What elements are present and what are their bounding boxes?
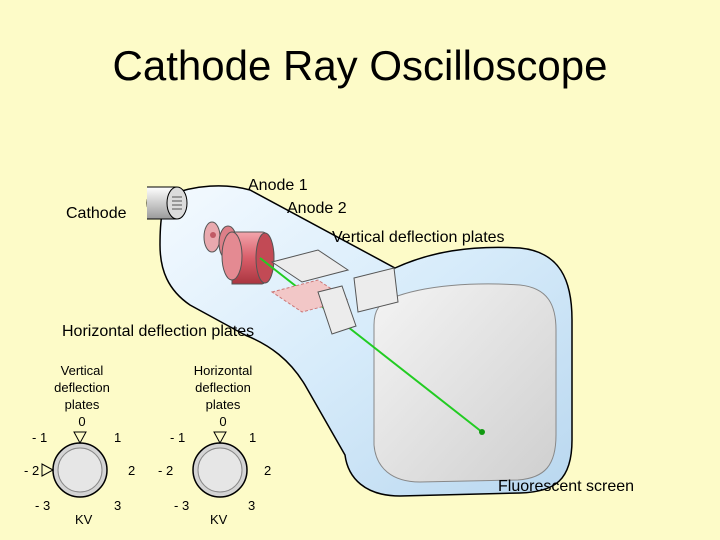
dial-2-neg1: - 1 xyxy=(170,430,186,445)
dial-2-neg3: - 3 xyxy=(174,498,190,513)
beam-spot xyxy=(479,429,485,435)
dial-1-neg1: - 1 xyxy=(32,430,48,445)
dial-2-pos2: 2 xyxy=(264,463,272,478)
cathode-cap xyxy=(146,186,188,220)
fluorescent-screen xyxy=(373,283,557,483)
dial-2-caption: Horizontal deflection plates 0 xyxy=(193,363,253,429)
slide-title: Cathode Ray Oscilloscope xyxy=(112,42,608,89)
dial-2-pos1: 1 xyxy=(249,430,257,445)
dial-2-unit: KV xyxy=(210,512,228,527)
cathode-label: Cathode xyxy=(66,205,127,222)
dial-2-neg2: - 2 xyxy=(158,463,174,478)
anode-2 xyxy=(221,231,275,285)
dial-1-neg2: - 2 xyxy=(24,463,40,478)
dial-1-caption: Vertical deflection plates 0 xyxy=(54,363,110,429)
dial-2-pos3: 3 xyxy=(248,498,256,513)
dial-1-pos2: 2 xyxy=(128,463,136,478)
vertical-plates-label: Vertical deflection plates xyxy=(332,229,505,246)
dial-1-neg3: - 3 xyxy=(35,498,51,513)
screen-label: Fluorescent screen xyxy=(498,478,635,495)
dial-1-pos1: 1 xyxy=(114,430,122,445)
dial-1-pos3: 3 xyxy=(114,498,122,513)
horizontal-plates-label: Horizontal deflection plates xyxy=(62,323,255,340)
horizontal-deflection-plates xyxy=(317,267,399,335)
anode-2-label: Anode 2 xyxy=(287,200,347,217)
dial-1-unit: KV xyxy=(75,512,93,527)
anode-1-label: Anode 1 xyxy=(248,177,308,194)
dial-horizontal xyxy=(192,431,248,498)
dial-vertical xyxy=(41,431,108,498)
